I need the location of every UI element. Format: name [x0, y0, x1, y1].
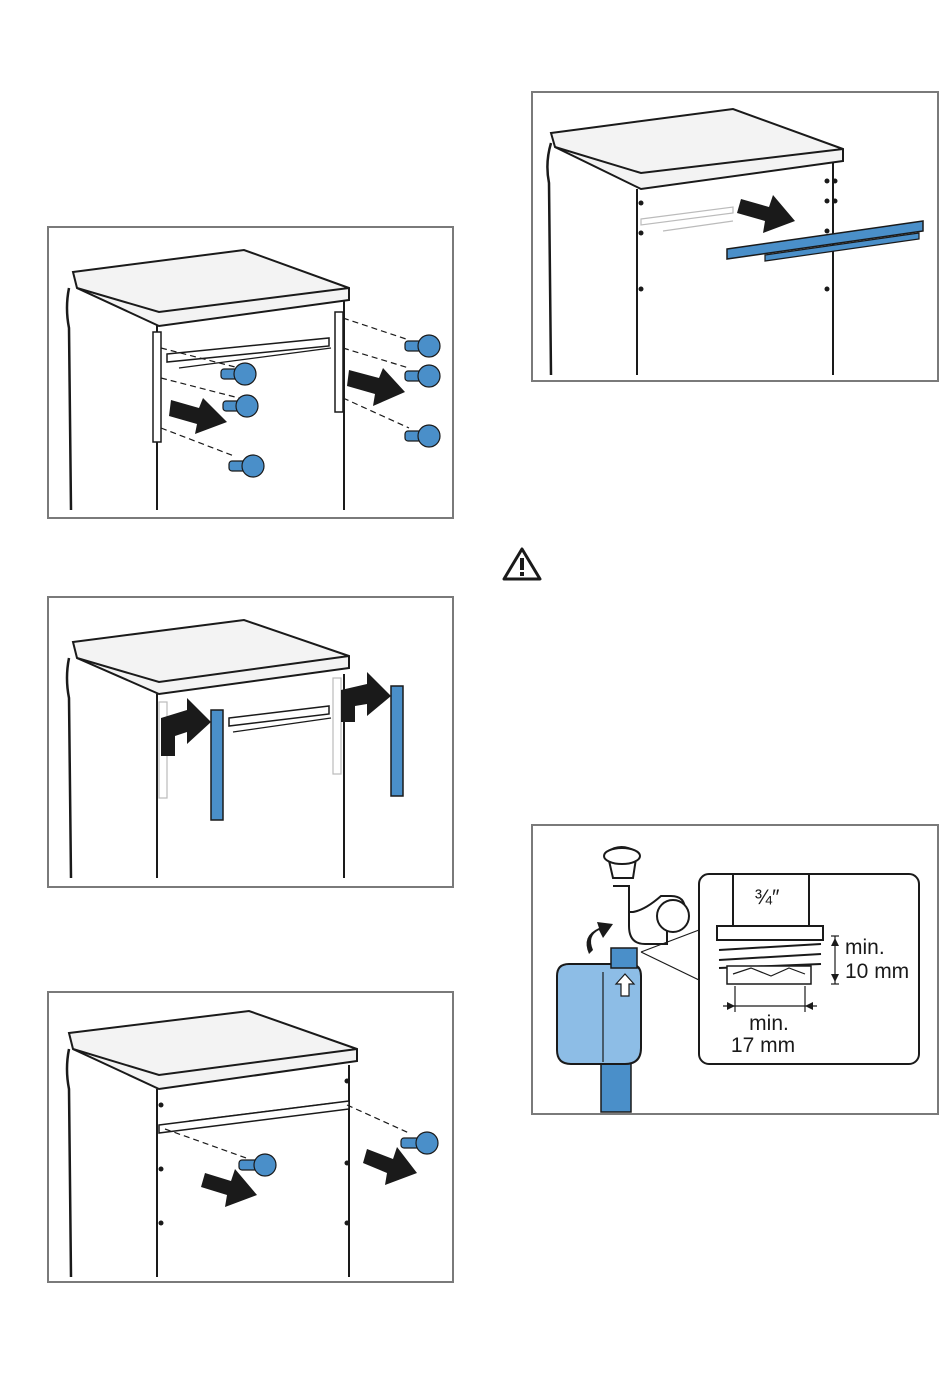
appliance-illustration [49, 993, 452, 1281]
height-dimension-label-line1: min. [845, 936, 885, 959]
width-dimension-label-line1: min. [749, 1012, 789, 1035]
appliance-illustration [49, 228, 452, 517]
appliance-illustration [49, 598, 452, 886]
height-dimension-label-line2: 10 mm [845, 960, 909, 983]
tap-connection-illustration: ¾″ min. 10 mm min. 17 mm [533, 826, 937, 1113]
appliance-illustration [533, 93, 937, 380]
figure-remove-screws [47, 226, 454, 519]
thread-size-label: ¾″ [755, 886, 781, 909]
figure-insert-rail [531, 91, 939, 382]
figure-attach-brackets [47, 596, 454, 888]
warning-triangle-icon [502, 546, 542, 582]
figure-tap-connection: ¾″ min. 10 mm min. 17 mm [531, 824, 939, 1115]
width-dimension-label-line2: 17 mm [731, 1034, 795, 1057]
figure-remove-rail [47, 991, 454, 1283]
